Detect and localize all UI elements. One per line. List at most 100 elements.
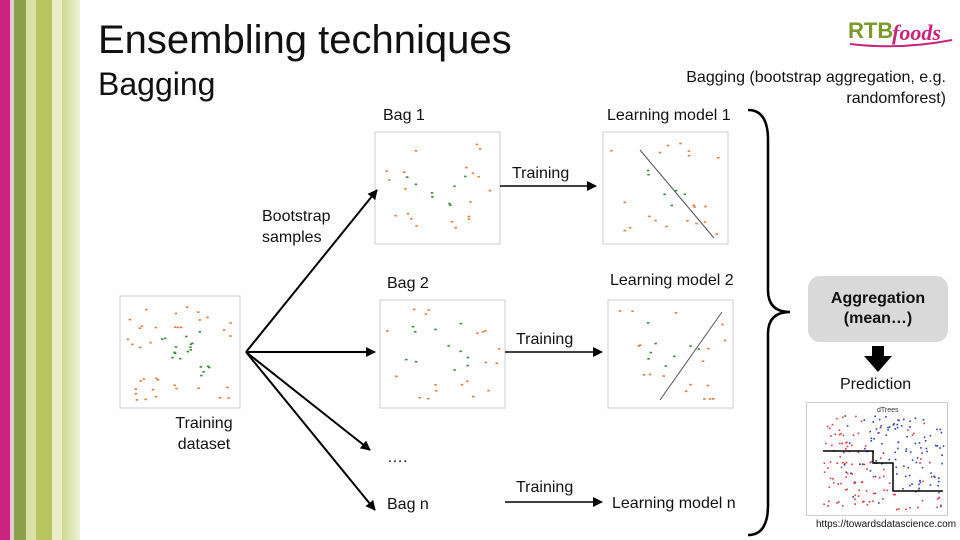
- thumbnail-dot: [918, 483, 920, 486]
- thumbnail-dot: [863, 500, 865, 503]
- scatter-dot: [703, 221, 707, 223]
- thumbnail-dot: [870, 439, 873, 442]
- scatter-dot: [481, 331, 485, 333]
- thumbnail-dot: [861, 501, 864, 503]
- thumbnail-dot: [837, 483, 839, 485]
- scatter-dot: [712, 398, 715, 400]
- scatter-dot: [229, 322, 232, 324]
- scatter-dot: [466, 356, 470, 359]
- thumbnail-dot: [929, 434, 932, 437]
- thumbnail-dot: [911, 434, 914, 436]
- thumbnail-dot: [842, 416, 844, 419]
- thumbnail-dot: [911, 483, 913, 485]
- thumbnail-dot: [923, 422, 926, 425]
- thumbnail-dot: [897, 419, 899, 421]
- scatter-dot: [395, 375, 398, 378]
- thumbnail-dot: [881, 442, 883, 445]
- scatter-dot: [673, 355, 676, 358]
- scatter-dot: [666, 144, 670, 147]
- thumbnail-dot: [854, 494, 856, 497]
- thumbnail-dot: [902, 487, 904, 490]
- thumbnail-dot: [845, 471, 848, 474]
- thumbnail-dot: [838, 433, 841, 436]
- scatter-dot: [448, 202, 451, 205]
- thumbnail-dot: [836, 462, 839, 464]
- scatter-dot: [689, 345, 692, 347]
- thumbnail-dot: [921, 466, 924, 469]
- thumbnail-dot: [925, 447, 928, 450]
- rtbfoods-logo: RTB foods: [848, 18, 953, 48]
- logo-text-foods: foods: [892, 20, 941, 45]
- model-1-plot: [602, 131, 729, 245]
- scatter-dot: [126, 338, 130, 341]
- scatter-dot: [134, 388, 137, 390]
- scatter-dot: [466, 380, 469, 383]
- scatter-dot: [403, 171, 406, 174]
- scatter-dot: [431, 196, 434, 198]
- thumbnail-dot: [924, 440, 927, 442]
- thumbnail-dot: [917, 489, 920, 491]
- scatter-dot: [405, 358, 408, 361]
- scatter-dot: [453, 185, 456, 188]
- thumbnail-dot: [857, 495, 860, 497]
- thumbnail-dot: [888, 458, 891, 461]
- thumbnail-dot: [852, 434, 855, 436]
- thumbnail-dot: [825, 442, 827, 445]
- thumbnail-dot: [839, 456, 842, 458]
- thumbnail-dot: [846, 472, 849, 475]
- scatter-dot: [658, 151, 662, 154]
- thumbnail-dot: [845, 448, 847, 450]
- scatter-dot: [647, 173, 650, 176]
- scatter-dot: [687, 150, 691, 152]
- scatter-dot: [646, 169, 650, 172]
- scatter-dot: [686, 220, 689, 222]
- scatter-dot: [434, 389, 438, 392]
- scatter-dot: [618, 310, 622, 312]
- thumbnail-dot: [830, 435, 832, 437]
- thumbnail-dot: [918, 442, 921, 444]
- thumbnail-dot: [845, 476, 848, 478]
- thumbnail-dot: [863, 463, 866, 466]
- thumbnail-dot: [917, 506, 919, 509]
- thumbnail-title: dTrees: [877, 407, 899, 414]
- scatter-dot: [229, 335, 232, 337]
- prediction-arrow: [864, 346, 892, 372]
- arrow-to-bag-1: [245, 189, 378, 353]
- thumbnail-dot: [888, 426, 891, 428]
- scatter-dot: [414, 149, 418, 152]
- scatter-dot: [411, 325, 415, 328]
- scatter-dot: [178, 357, 182, 360]
- thumbnail-dot: [869, 470, 872, 472]
- scatter-dot: [664, 365, 668, 367]
- scatter-dot: [715, 233, 718, 235]
- page-title: Ensembling techniques: [98, 18, 512, 62]
- thumbnail-dot: [894, 458, 897, 461]
- thumbnail-dot: [921, 452, 923, 455]
- thumbnail-dot: [836, 502, 838, 504]
- thumbnail-dot: [846, 441, 848, 444]
- thumbnail-dot: [828, 486, 831, 489]
- bag-1-label: Bag 1: [383, 107, 425, 124]
- thumbnail-dot: [926, 450, 928, 453]
- scatter-dot: [156, 379, 160, 381]
- scatter-dot: [674, 312, 678, 314]
- thumbnail-dot: [823, 462, 826, 465]
- thumbnail-dot: [885, 434, 888, 436]
- thumbnail-dot: [928, 461, 931, 464]
- scatter-dot: [138, 327, 141, 330]
- scatter-dot: [385, 170, 388, 172]
- thumbnail-dot: [909, 506, 911, 509]
- thumbnail-dot: [864, 445, 867, 447]
- scatter-dot: [173, 384, 176, 387]
- thumbnail-dot: [842, 434, 845, 437]
- thumbnail-dot: [933, 475, 935, 478]
- scatter-dot: [154, 395, 158, 398]
- thumbnail-dot: [823, 471, 826, 473]
- scatter-dot: [674, 189, 678, 192]
- scatter-dot: [689, 383, 692, 386]
- scatter-dot: [154, 326, 158, 329]
- thumbnail-dot: [870, 460, 873, 463]
- decorative-side-strip: [0, 0, 80, 540]
- scatter-dot: [202, 370, 205, 373]
- thumbnail-dot: [898, 508, 900, 510]
